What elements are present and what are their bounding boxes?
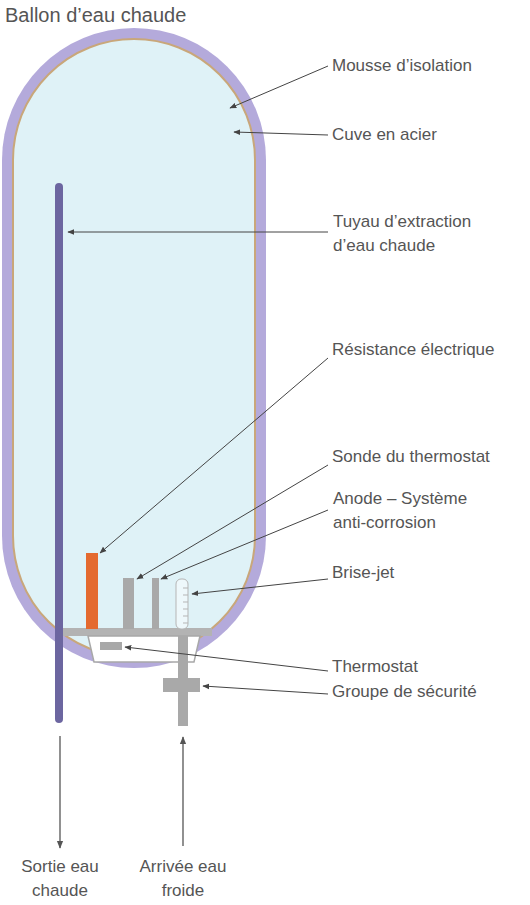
cold-inlet-arrow [182,737,183,846]
anode [152,578,159,629]
part-label: Arrivée eau froide [128,855,238,903]
leader-lines [68,66,328,694]
part-label: Résistance électrique [332,338,527,362]
part-label: Anode – Système anti-corrosion [333,487,503,535]
steel-tank [13,39,255,657]
part-label: Groupe de sécurité [332,680,527,704]
part-label: Brise-jet [332,561,527,585]
heating-element [86,553,98,629]
jet-breaker [176,579,188,629]
thermostat [100,642,122,650]
part-label: Tuyau d’extraction d’eau chaude [333,210,503,258]
part-label: Sonde du thermostat [332,445,527,469]
diagram-title: Ballon d’eau chaude [5,2,305,28]
part-label: Thermostat [332,655,527,679]
base-plate [62,628,212,636]
part-label: Sortie eau chaude [5,855,115,903]
part-label: Cuve en acier [332,123,527,147]
thermostat-probe [123,578,134,629]
hot-water-pipe [55,183,63,723]
part-label: Mousse d’isolation [332,54,527,78]
insulation-foam [2,28,266,668]
hot-outlet-arrow [59,736,60,848]
jet-breaker-ticks [183,588,188,623]
safety-group [163,678,200,692]
